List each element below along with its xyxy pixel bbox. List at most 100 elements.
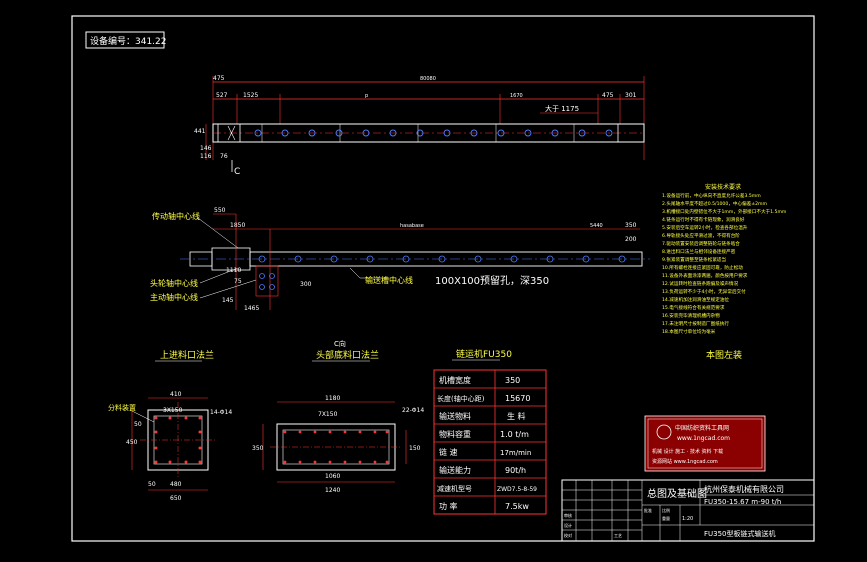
flange-head-dim-7x150: 7X150 (318, 411, 338, 418)
flange-upper-dim-50b: 50 (148, 481, 156, 488)
note-line-12: 12.试运转时检查链条跑偏及噪声情况 (662, 280, 739, 287)
note-line-16: 16.安装完毕清理机槽内杂物 (662, 312, 720, 319)
params-title: 链运机FU350 (456, 348, 512, 360)
note-line-5: 5.安装后空车运转2小时，检查各部位温升 (662, 224, 748, 231)
equipment-no-box (85, 31, 165, 49)
side-view: 550 1850 hasabase 5440 350 200 1110 75 3… (150, 207, 650, 312)
params-value-density: 1.0 t/m (500, 430, 529, 439)
note-line-15: 15.电气接线符合有关规范要求 (662, 304, 725, 311)
title-small-check: 校对 (564, 532, 572, 538)
note-line-17: 17.未注明尺寸按制造厂图纸执行 (662, 320, 729, 327)
title-small-scale: 比例 (662, 507, 670, 513)
top-dim-gt1175: 大于 1175 (545, 104, 579, 113)
upper-inlet-flange: 上进料口法兰 410 3X150 14-Φ14 50 450 480 650 5… (108, 349, 232, 502)
title-small-approve: 批准 (644, 507, 652, 513)
note-line-8: 8.进出料口法兰与相邻设备连接严密 (662, 248, 736, 255)
top-view: 475 80080 527 1525 p 1670 475 301 大于 117… (194, 75, 645, 177)
params-value-reducer: ZWD7.5-8-59 (497, 486, 537, 493)
params-label-reducer: 减速机型号 (437, 484, 472, 493)
title-model: FU350-15.67 m-90 t/h (704, 498, 781, 506)
note-left-mount: 本图左装 (706, 349, 742, 361)
label-main-shaft-center: 主动轴中心线 (150, 292, 198, 302)
note-line-6: 6.导轨接头处应平滑过渡，不得有台阶 (662, 232, 740, 239)
params-label-width: 机槽宽度 (439, 375, 471, 385)
flange-head-dim-1060: 1060 (325, 473, 340, 480)
stamp-line4: 资源网站 www.1ngcad.com (652, 458, 718, 465)
top-dim-441: 441 (194, 128, 206, 135)
params-label-density: 物料容重 (439, 429, 471, 439)
flange-upper-dim-holes: 14-Φ14 (210, 409, 232, 416)
flange-head-dim-1180: 1180 (325, 395, 340, 402)
note-line-11: 11.设备外表面涂漆两遍，颜色按用户要求 (662, 272, 748, 279)
flange-upper-dim-3x150: 3X150 (163, 407, 183, 414)
technical-notes: 安装技术要求 1.设备运行前，中心纵向不直度允许公差3.5mm 2.头尾轴水平度… (662, 183, 787, 335)
top-dim-total: 80080 (420, 76, 436, 82)
top-dim-76: 76 (220, 153, 228, 160)
head-outlet-flange: C向 头部底料口法兰 1180 7X150 22-Φ14 350 150 106… (252, 339, 424, 494)
parameter-table: 链运机FU350 机槽宽度 350 长度(轴中心距) 15670 输送物料 生 … (433, 348, 547, 515)
hole-note: 100X100预留孔，深350 (435, 274, 549, 287)
note-line-13: 13.负荷运转不少于4小时，无异常后交付 (662, 288, 746, 295)
label-trough-center: 输送槽中心线 (365, 275, 413, 285)
notes-title: 安装技术要求 (705, 183, 741, 191)
drawing-border (71, 15, 815, 542)
stamp-logo-icon (656, 424, 672, 440)
top-dim-475: 475 (213, 75, 225, 82)
params-value-material: 生 料 (507, 411, 526, 421)
stamp-url: www.1ngcad.com (677, 435, 730, 442)
params-label-capacity: 输送能力 (439, 465, 471, 475)
flange-head-dim-350: 350 (252, 445, 264, 452)
side-dim-5440: 5440 (590, 223, 603, 229)
top-dim-pitch: p (365, 93, 368, 99)
flange-head-dim-holes: 22-Φ14 (402, 407, 424, 414)
side-dim-200: 200 (625, 236, 637, 243)
flange-head-view: C向 (334, 339, 346, 348)
side-dim-1465: 1465 (244, 305, 259, 312)
side-dim-145: 145 (222, 297, 234, 304)
params-label-power: 功 率 (439, 501, 458, 511)
equipment-number: 设备编号：341.22 (90, 35, 167, 47)
flange-head-dim-1240: 1240 (325, 487, 340, 494)
side-dim-75: 75 (234, 278, 242, 285)
note-line-1: 1.设备运行前，中心纵向不直度允许公差3.5mm (662, 192, 761, 199)
side-dim-350: 350 (625, 222, 637, 229)
params-value-capacity: 90t/h (505, 466, 526, 475)
note-line-18: 18.本图尺寸单位均为毫米 (662, 328, 716, 335)
flange-upper-title: 上进料口法兰 (160, 349, 214, 361)
title-company: 杭州保泰机械有限公司 (704, 484, 784, 494)
top-dim-116: 116 (200, 153, 212, 160)
title-small-process: 工艺 (614, 533, 622, 538)
flange-upper-dim-410: 410 (170, 391, 182, 398)
title-drawing-name: 总图及基础图 (647, 487, 707, 500)
flange-upper-dim-480: 480 (170, 481, 182, 488)
note-line-2: 2.头尾轴水平度不超过0.5/1000，中心偏差±2mm (662, 200, 767, 207)
flange-upper-dim-450: 450 (126, 439, 138, 446)
flange-upper-dim-650: 650 (170, 495, 182, 502)
top-dim-1525: 1525 (243, 92, 258, 99)
stamp-line3: 机械 设计 施工 · 技术 资料 下载 (652, 448, 723, 455)
params-value-speed: 17m/min (500, 449, 531, 457)
top-dim-475b: 475 (602, 92, 614, 99)
stamp-org: 中国纺织资料工具网 (675, 424, 729, 432)
top-dim-1670: 1670 (510, 93, 523, 99)
label-drive-shaft-center: 传动轴中心线 (152, 211, 200, 221)
top-dim-146: 146 (200, 145, 212, 152)
website-stamp: 中国纺织资料工具网 www.1ngcad.com 机械 设计 施工 · 技术 资… (644, 415, 766, 472)
note-line-3: 3.机槽接口处内壁错位不大于1mm，外部接口不大于1.5mm (662, 208, 787, 215)
top-dim-527: 527 (216, 92, 228, 99)
flange-head-dim-150: 150 (409, 445, 421, 452)
params-value-length: 15670 (505, 394, 530, 403)
side-dim-hasa: hasabase (400, 223, 424, 229)
note-line-9: 9.张紧装置调整至链条松紧适当 (662, 256, 727, 263)
params-label-speed: 链 速 (439, 447, 458, 457)
top-dim-301: 301 (625, 92, 637, 99)
label-head-shaft-center: 头轮轴中心线 (150, 278, 198, 288)
title-block: 总图及基础图 杭州保泰机械有限公司 FU350-15.67 m-90 t/h F… (561, 479, 815, 542)
flange-head-title: 头部底料口法兰 (316, 349, 379, 361)
title-small-ratio: 1:20 (682, 516, 693, 522)
side-dim-1850: 1850 (230, 222, 245, 229)
note-line-10: 10.所有螺栓连接应紧固可靠，防止松动 (662, 264, 743, 271)
params-label-material: 输送物料 (439, 411, 471, 421)
params-value-width: 350 (505, 376, 520, 385)
